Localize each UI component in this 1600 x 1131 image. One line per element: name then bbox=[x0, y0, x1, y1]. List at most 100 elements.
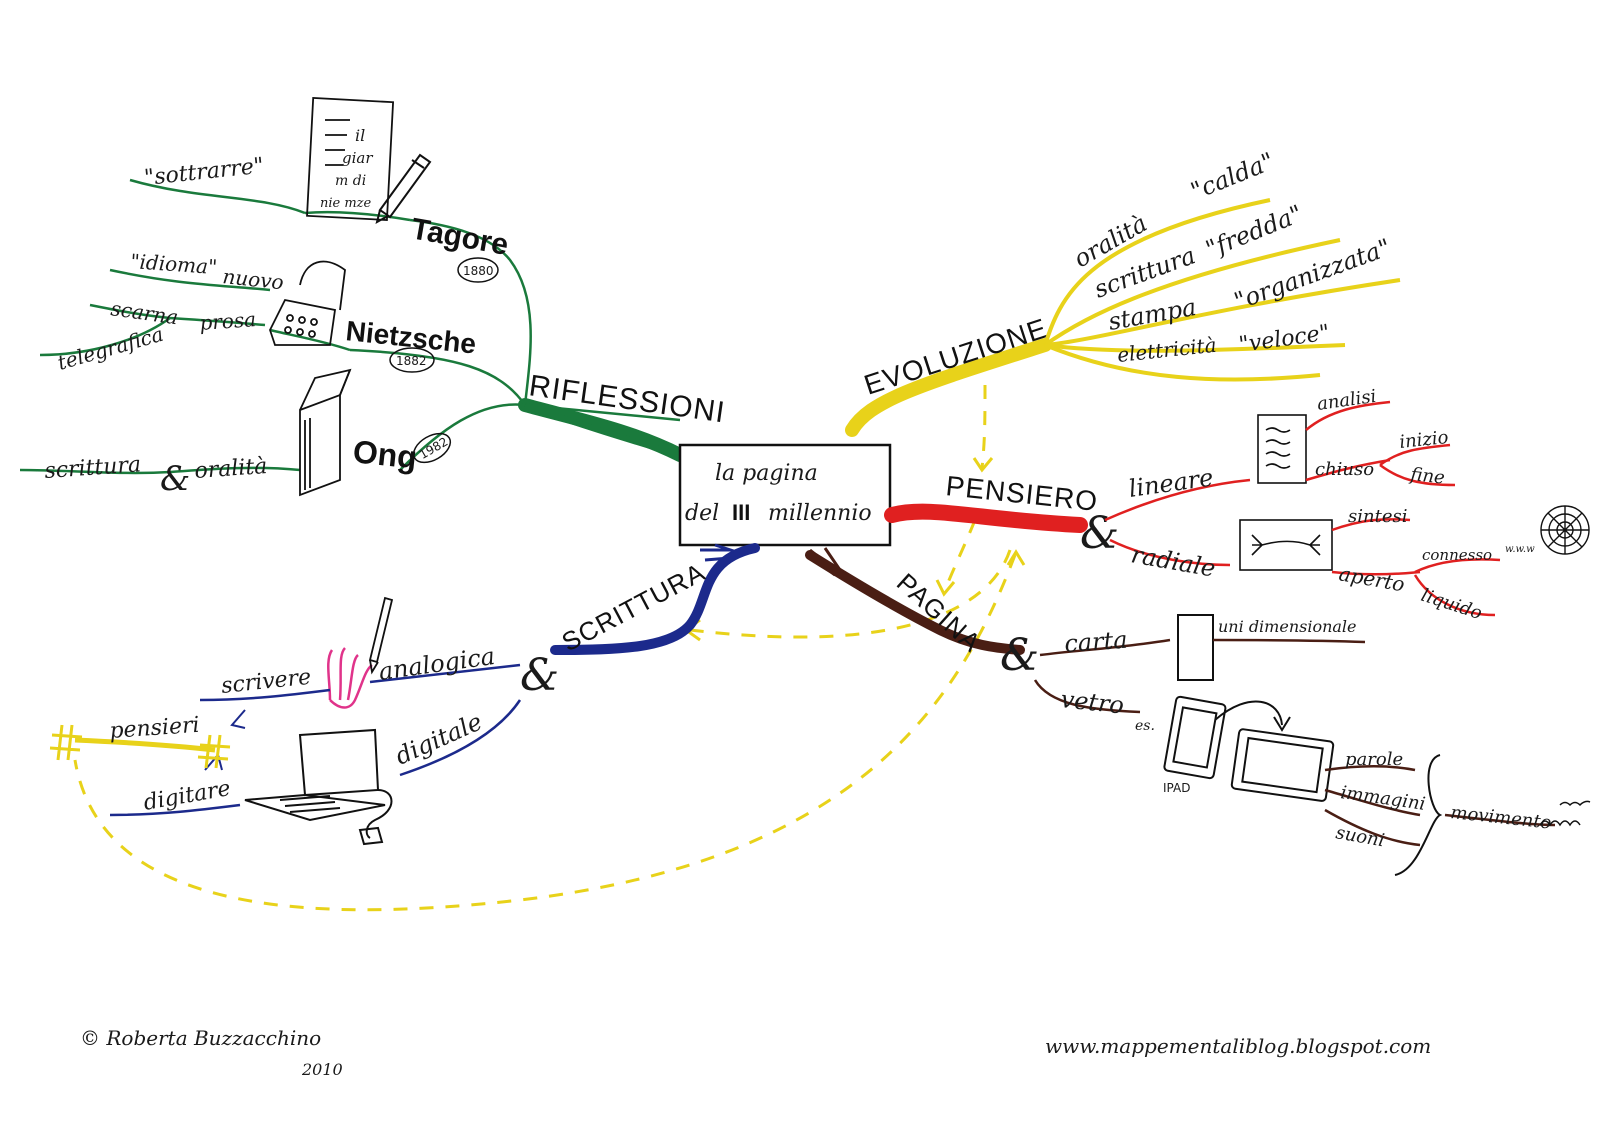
evoluzione-quality-2: "fredda" bbox=[1202, 200, 1307, 264]
scarna-label: scarna bbox=[109, 296, 179, 329]
arrowhead-down-2 bbox=[935, 579, 956, 597]
sintesi-label: sintesi bbox=[1348, 506, 1407, 527]
parole-branch bbox=[1324, 765, 1416, 772]
carta-label: carta bbox=[1063, 626, 1128, 658]
evoluzione-fan-3 bbox=[1044, 278, 1401, 347]
blog-url: www.mappementaliblog.blogspot.com bbox=[1045, 1034, 1431, 1058]
central-roman-numeral: III bbox=[732, 500, 750, 525]
immagini-label: immagini bbox=[1339, 782, 1426, 815]
inizio-label: inizio bbox=[1398, 427, 1449, 453]
evoluzione-term-3: stampa bbox=[1106, 293, 1198, 336]
chiuso-label: chiuso bbox=[1315, 459, 1374, 480]
inizio-branch bbox=[1379, 443, 1451, 467]
pensieri-branch bbox=[74, 737, 216, 753]
evoluzione-quality-4: "veloce" bbox=[1237, 320, 1331, 357]
spider-web-icon bbox=[1540, 505, 1590, 555]
telegrafica-label: telegrafica bbox=[55, 322, 166, 375]
ong-label: Ong bbox=[351, 433, 418, 475]
scrittura-label-ong: scrittura bbox=[44, 452, 142, 484]
unidim-branch bbox=[1212, 638, 1366, 644]
branch-pensiero: PENSIERO & lineare radiale analisi chius… bbox=[884, 386, 1590, 624]
nuovo-label: nuovo bbox=[221, 264, 284, 294]
connesso-branch bbox=[1414, 558, 1501, 574]
movimento-label: movimento bbox=[1449, 802, 1552, 833]
ong-branch bbox=[399, 403, 526, 471]
pagina-amp: & bbox=[1000, 630, 1039, 681]
radiale-branch bbox=[1109, 538, 1231, 567]
nietzsche-label: Nietzsche bbox=[344, 315, 477, 359]
www-label: w.w.w bbox=[1505, 544, 1535, 555]
branch-pagina: PAGINA & carta uni dimensionale vetro es… bbox=[805, 547, 1591, 876]
evoluzione-fan-4 bbox=[1044, 343, 1346, 353]
central-topic: la pagina del III millennio bbox=[678, 443, 892, 547]
footer: © Roberta Buzzacchino 2010 www.mappement… bbox=[80, 1026, 1431, 1079]
branch-scrittura: SCRITTURA & analogica digitale scrivere … bbox=[49, 543, 760, 846]
paper-word-1: il bbox=[355, 126, 365, 145]
movimento-branch bbox=[1444, 813, 1556, 827]
evoluzione-quality-1: "calda" bbox=[1187, 147, 1278, 206]
pensieri-label: pensieri bbox=[109, 713, 201, 744]
book-icon bbox=[299, 368, 352, 497]
liquido-branch bbox=[1413, 574, 1496, 617]
digitale-branch bbox=[399, 699, 522, 777]
ong-amp: & bbox=[160, 459, 190, 499]
analogica-label: analogica bbox=[377, 642, 497, 686]
laptop-icon bbox=[244, 728, 393, 846]
linear-document-icon bbox=[1257, 414, 1307, 484]
evoluzione-term-4: elettricità bbox=[1116, 333, 1218, 367]
paper-icon bbox=[306, 97, 395, 221]
scrittura-oralita-branch bbox=[19, 466, 301, 475]
suoni-label: suoni bbox=[1334, 822, 1386, 851]
dashed-connectors bbox=[73, 384, 1017, 912]
sottrarre-label: "sottrarre" bbox=[143, 154, 265, 191]
vetro-label: vetro bbox=[1059, 685, 1125, 719]
branch-evoluzione: EVOLUZIONE oralità "calda" scrittura "fr… bbox=[845, 147, 1401, 437]
central-line-2-pre: del bbox=[685, 501, 719, 526]
bracket bbox=[1394, 754, 1443, 876]
aperto-label: aperto bbox=[1337, 561, 1406, 596]
prosa-label: prosa bbox=[199, 307, 257, 335]
paper-word-3: m di bbox=[335, 173, 366, 189]
radial-diagram-icon bbox=[1239, 519, 1333, 571]
tagore-label: Tagore bbox=[409, 212, 511, 261]
scrivere-branch bbox=[199, 688, 331, 702]
lineare-label: lineare bbox=[1127, 463, 1215, 503]
es-label: es. bbox=[1135, 718, 1155, 734]
pen-icon bbox=[375, 153, 432, 224]
parole-label: parole bbox=[1345, 749, 1403, 770]
tagore-year: 1880 bbox=[463, 264, 494, 278]
writing-hand-icon bbox=[327, 647, 373, 709]
oralita-label-ong: oralità bbox=[194, 454, 268, 484]
telegrafica-branch bbox=[39, 316, 171, 357]
scrittura-main-branch bbox=[550, 543, 760, 655]
fine-branch bbox=[1379, 463, 1456, 487]
arrowhead-up-1 bbox=[1006, 549, 1026, 566]
suoni-branch bbox=[1324, 808, 1421, 847]
fine-label: fine bbox=[1407, 464, 1445, 489]
typewriter-icon bbox=[269, 260, 346, 346]
paper-word-2: giar bbox=[342, 149, 373, 167]
dashed-pensiero-to-pagina bbox=[943, 519, 977, 591]
lineare-branch bbox=[1104, 478, 1251, 522]
ong-year-circle bbox=[412, 432, 452, 464]
branch-riflessioni: RIFLESSIONI "sottrarre" Tagore 1880 il g… bbox=[19, 97, 727, 499]
idioma-label: "idioma" bbox=[130, 249, 218, 279]
movimento-loops bbox=[1539, 820, 1581, 827]
vetro-branch bbox=[1033, 679, 1141, 714]
evoluzione-fan-1 bbox=[1043, 198, 1271, 346]
movimento-squiggle bbox=[1559, 800, 1591, 807]
ipad-label: IPAD bbox=[1163, 781, 1190, 795]
hash-right bbox=[197, 734, 231, 769]
sintesi-branch bbox=[1331, 518, 1411, 532]
evoluzione-fan-2 bbox=[1043, 238, 1341, 347]
liquido-label: liquido bbox=[1418, 585, 1484, 624]
dashed-evoluzione-to-pensiero bbox=[980, 384, 987, 469]
riflessioni-underline bbox=[524, 403, 681, 422]
nietzsche-year: 1882 bbox=[396, 354, 427, 368]
carta-branch bbox=[1039, 638, 1171, 657]
nuovo-branch bbox=[109, 268, 271, 292]
digitare-branch bbox=[109, 803, 241, 817]
analisi-branch bbox=[1305, 400, 1391, 431]
